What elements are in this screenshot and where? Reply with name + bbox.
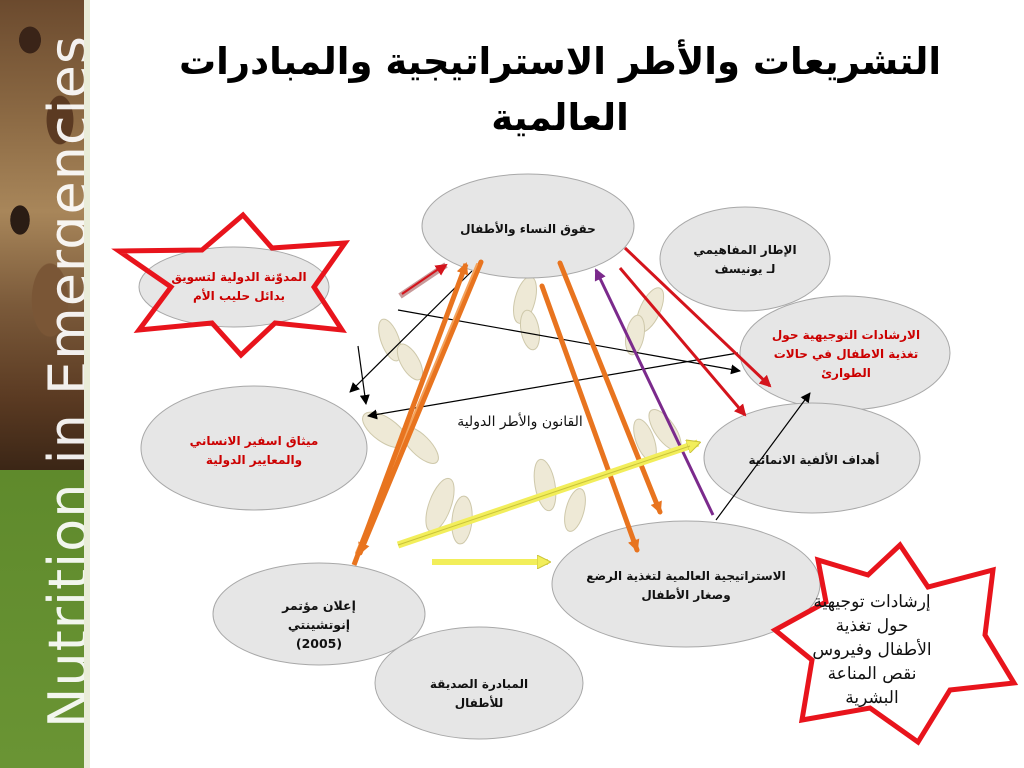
node-sphere-ellipse [140,385,368,511]
node-code-ellipse [138,246,330,328]
code-to-rights-arrow-core [401,267,441,295]
node-guidance-label: الارشادات التوجيهية حول تغذية الاطفال في… [771,328,921,380]
sidebar-green-band [0,470,84,768]
node-sphere-label: ميثاق اسفير الانساني والمعايير الدولية [189,434,319,467]
node-rights-label: حقوق النساء والأطفال [460,222,596,236]
node-unicef-ellipse [659,206,831,312]
sidebar-banner: Nutrition in Emergencies [0,0,84,768]
node-innocenti-ellipse [212,562,426,666]
node-code-label: المدوّنة الدولية لتسويق بدائل حليب الأم [171,270,307,303]
innocenti-to-rights-arrow [351,262,469,566]
center-label: القانون والأطر الدولية [457,414,583,430]
node-bfhi-label: المبادرة الصديقة للأطفال [429,677,529,710]
node-unicef-label: الإطار المفاهيمي لـ يونيسف [693,243,797,276]
node-innocenti-label: إعلان مؤتمر إنوتشينتي (2005) [282,598,356,651]
decorative-leaves [362,276,682,545]
red-arrows [618,246,772,417]
node-mdg-ellipse [703,402,921,514]
node-rights-ellipse [421,173,635,279]
strategy-to-rights-arrow [594,268,715,516]
hiv-star-shape [770,541,1019,746]
slide-title: التشريعات والأطر الاستراتيجية والمبادرات… [178,40,942,139]
node-strategy-ellipse [551,520,821,648]
yellow-arrow-mdg-edge [397,445,691,546]
node-strategy-label: الاستراتيجية العالمية لتغذية الرضع وصغار… [586,569,786,602]
node-bfhi-ellipse [374,626,584,740]
sidebar-divider [84,0,90,768]
code-star-shape [111,211,351,359]
hiv-guidance-label: إرشادات توجيهية حول تغذية الأطفال وفيروس… [812,592,932,708]
node-mdg-label: أهداف الألفية الانمائية [748,453,880,467]
orange-arrows [355,259,663,556]
sidebar-photo [0,0,84,470]
